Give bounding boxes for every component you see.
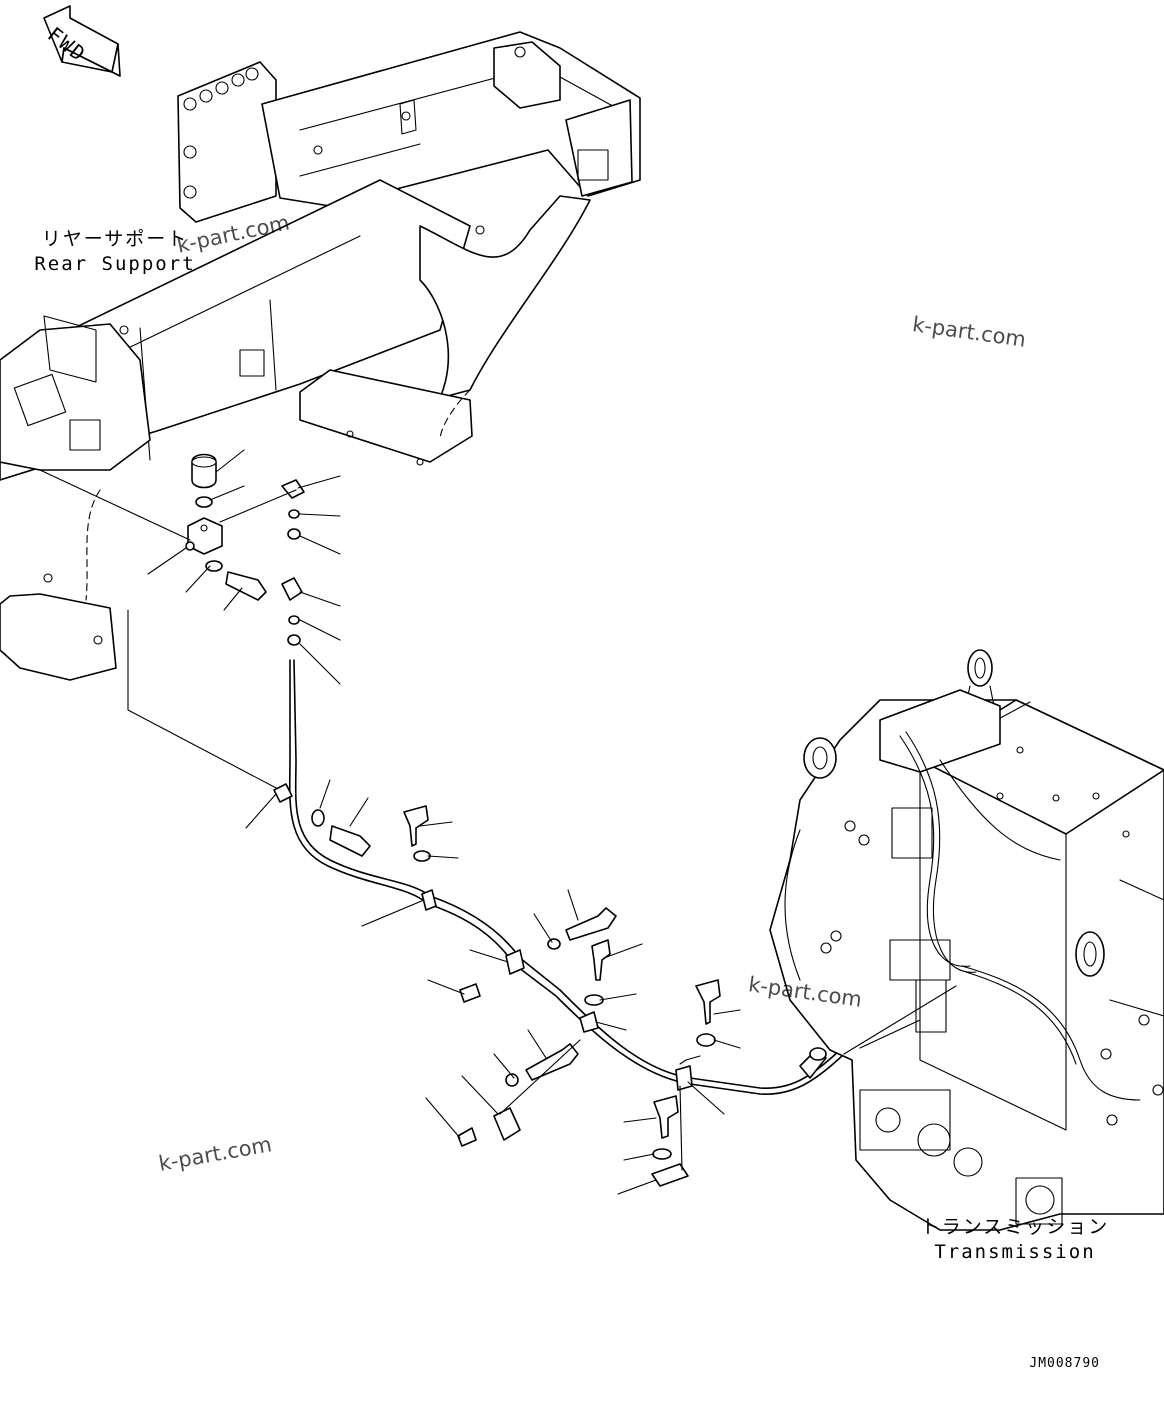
fwd-arrow-icon bbox=[43, 5, 121, 77]
leader-lines bbox=[147, 449, 741, 1195]
clamp-parts bbox=[273, 783, 721, 1187]
rear-support-frame bbox=[0, 31, 641, 481]
transmission-label-jp: トランスミッション bbox=[920, 1216, 1110, 1238]
reference-line bbox=[439, 389, 471, 441]
reference-line bbox=[85, 489, 101, 601]
rear-support-label-jp: リヤーサポート bbox=[41, 228, 189, 250]
transmission-label-en: Transmission bbox=[934, 1241, 1096, 1263]
rear-support-label-en: Rear Support bbox=[34, 253, 196, 275]
transmission-assembly bbox=[769, 649, 1164, 1231]
drawing-code: JM008790 bbox=[1029, 1356, 1100, 1371]
lower-left-bracket bbox=[0, 573, 117, 681]
brake-pipe-run bbox=[288, 659, 843, 1095]
valve-block-group bbox=[39, 453, 305, 791]
